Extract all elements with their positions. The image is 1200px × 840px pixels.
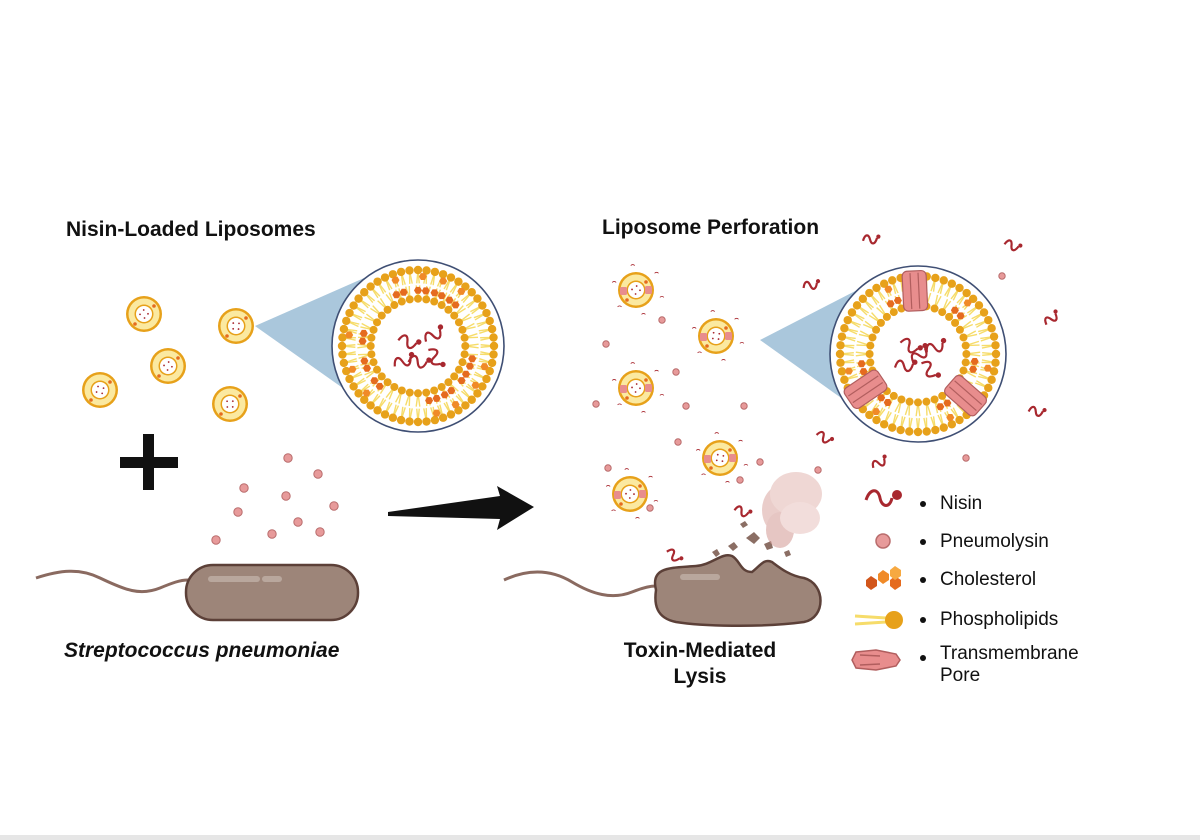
nisin-icon [871, 454, 887, 469]
page-bottom-edge [0, 835, 1200, 840]
pneumolysin-icon [998, 272, 1006, 280]
legend-bullet [920, 501, 926, 507]
small-liposome-icon [605, 468, 659, 519]
free-nisin-group [666, 234, 1058, 562]
nisin-icon [910, 342, 928, 363]
pneumolysin-icon [211, 535, 221, 545]
nisin-icon [428, 348, 446, 368]
nisin-icon [921, 360, 942, 378]
legend-bullet [920, 654, 926, 661]
nisin-icon [733, 505, 753, 518]
legend-pneumolysin-icon [875, 533, 891, 549]
pore-icon [944, 374, 988, 417]
lysis-label-line1: Toxin-Mediated [623, 639, 777, 662]
legend-cholesterol-icon [866, 566, 901, 590]
pneumolysin-icon [313, 469, 323, 479]
legend-bullet [920, 577, 926, 583]
nisin-icon [397, 334, 422, 350]
zoom-liposome-cross-section-right [829, 265, 1007, 443]
legend-bullet [920, 617, 926, 623]
nisin-icon [899, 337, 923, 354]
bacterium-label: Streptococcus pneumoniae [64, 639, 340, 662]
right-panel-title: Liposome Perforation [602, 216, 820, 239]
nisin-icon [1027, 405, 1047, 417]
pore-icon [901, 269, 929, 312]
pneumolysin-icon [329, 501, 339, 511]
nisin-icon [666, 548, 684, 562]
nisin-icon [802, 279, 821, 290]
legend-label: Cholesterol [940, 569, 1037, 590]
pneumolysin-icon [293, 517, 303, 527]
legend-nisin-icon [864, 489, 902, 507]
legend-label: Nisin [940, 493, 983, 514]
pneumolysin-icon [281, 491, 291, 501]
nisin-icon [815, 430, 835, 444]
nisin-icon [861, 234, 881, 245]
pneumolysin-icon [602, 340, 610, 348]
nisin-icon [424, 324, 444, 342]
small-liposome-icon [212, 386, 248, 422]
pneumolysin-icon [682, 402, 690, 410]
pneumolysin-icon [604, 464, 612, 472]
legend-pore-icon [851, 649, 901, 671]
legend-label-line1: Transmembrane [940, 643, 1079, 664]
pore-icon [843, 369, 888, 410]
bacterium-lysed-icon [503, 472, 822, 628]
pneumolysin-icon [962, 454, 970, 462]
small-liposome-icon [691, 310, 745, 361]
free-pneumolysin-group [211, 272, 1006, 545]
pneumolysin-icon [658, 316, 666, 324]
legend-item-phospholipids: Phospholipids [920, 609, 1058, 631]
small-liposome-icon [695, 432, 749, 483]
pneumolysin-icon [239, 483, 249, 493]
legend-bullet [920, 539, 926, 545]
legend-item-nisin: Nisin [920, 493, 982, 515]
pneumolysin-icon [233, 507, 243, 517]
legend-label: Pneumolysin [940, 531, 1049, 552]
legend-label-line2: Pore [940, 665, 981, 686]
legend-phospholipid-icon [854, 611, 903, 629]
nisin-icon [1003, 239, 1023, 252]
pneumolysin-icon [740, 402, 748, 410]
small-liposome-icon [611, 264, 665, 315]
pneumolysin-icon [674, 438, 682, 446]
small-liposome-icon [126, 296, 162, 332]
pneumolysin-icon [646, 504, 654, 512]
pneumolysin-icon [756, 458, 764, 466]
legend-item-pneumolysin: Pneumolysin [920, 531, 1049, 553]
small-liposome-group [82, 264, 749, 519]
nisin-icon [1044, 309, 1058, 326]
process-arrow-icon [388, 486, 534, 530]
plus-icon [120, 434, 178, 490]
zoom-liposome-cross-section-left [331, 259, 505, 433]
small-liposome-icon [82, 372, 118, 408]
bacterium-intact-icon [35, 563, 360, 622]
legend-label: Phospholipids [940, 609, 1059, 630]
small-liposome-icon [218, 308, 254, 344]
lysis-label-line2: Lysis [673, 665, 727, 688]
pneumolysin-icon [814, 466, 822, 474]
pneumolysin-icon [592, 400, 600, 408]
small-liposome-icon [611, 362, 665, 413]
legend-item-cholesterol: Cholesterol [920, 569, 1036, 591]
small-liposome-icon [150, 348, 186, 384]
nisin-icon [393, 351, 415, 367]
pneumolysin-icon [736, 476, 744, 484]
lysis-label: Toxin-Mediated Lysis [590, 638, 810, 690]
left-panel-title: Nisin-Loaded Liposomes [66, 218, 316, 241]
pneumolysin-icon [315, 527, 325, 537]
pneumolysin-icon [672, 368, 680, 376]
pneumolysin-icon [267, 529, 277, 539]
pneumolysin-icon [283, 453, 293, 463]
